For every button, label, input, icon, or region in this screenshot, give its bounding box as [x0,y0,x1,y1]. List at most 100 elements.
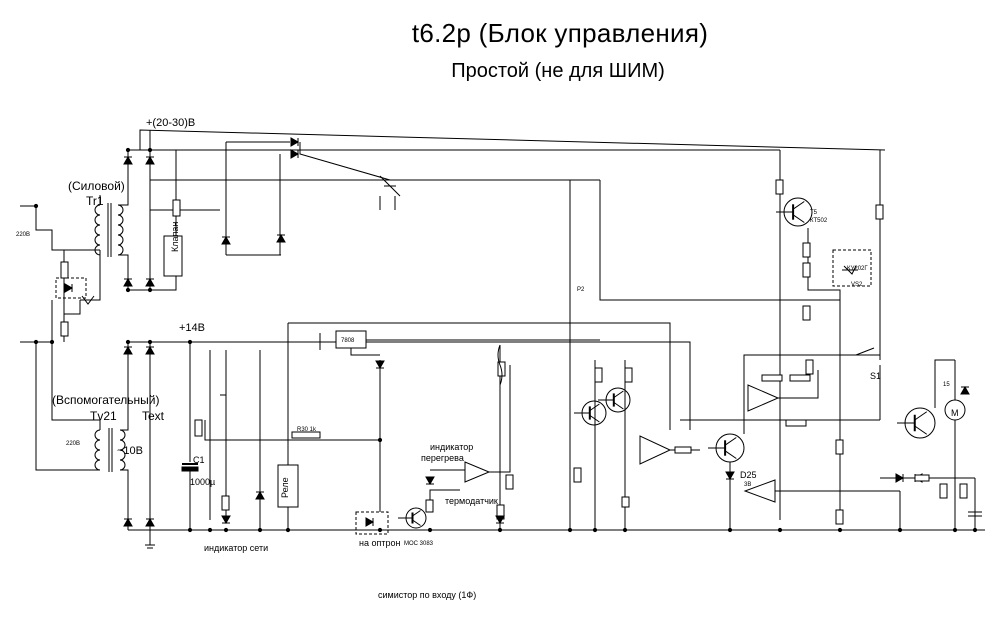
junction-dot [497,527,503,533]
junction-dot [187,527,193,533]
components [33,137,982,549]
bridge1-diode [123,155,133,165]
label-valve: Клапан [170,221,180,252]
triac-vs2 [842,265,858,275]
diode-body [255,490,265,500]
resistor-r31 [914,474,930,482]
junction-dot [223,527,229,533]
label-r30: R30 1k [297,427,317,433]
diode-body [895,473,905,483]
junction-dot [837,527,843,533]
label-triac-note: симистор по входу (1Ф) [378,590,477,600]
wire [20,205,100,251]
junction-dot [125,339,131,345]
wire [350,348,380,356]
tv21-primary-coil [94,429,101,471]
resistor-trim [805,359,814,375]
bridge1-diode [123,277,133,287]
label-supply-14: +14В [179,322,205,334]
resistor-r21 [802,242,811,258]
zener-d25 [725,471,735,481]
switch-s1 [855,347,875,356]
opamp-right-1 [747,384,780,412]
junction-dot [33,339,39,345]
diode-body [123,277,133,287]
resistor-r2 [194,419,203,437]
diode-d12 [895,473,905,483]
resistor-r16 [573,467,582,483]
diode-body [221,235,231,245]
wire [778,370,819,399]
diode-body [290,137,300,147]
wire [64,300,81,315]
resistor-r-upper [60,261,69,279]
diode-body [276,233,286,243]
transistor-t5 [776,197,813,227]
diode-body [123,155,133,165]
diode-body [221,515,231,525]
triac-t1 [379,175,401,197]
label-d25: D25 [740,470,757,480]
wire [743,354,880,434]
transistor-t2 [598,387,631,413]
label-tr1: Tr1 [86,194,104,208]
motor-circle [944,399,966,421]
ground-symbol [145,544,155,549]
diode-body [145,345,155,355]
resistor-r23 [789,374,811,382]
diode-body [145,155,155,165]
resistor-r8 [172,199,181,217]
wire [807,228,841,520]
label-motor-num: 15 [943,382,950,388]
label-thermo-sensor: термодатчик [445,496,498,506]
junction-dot [567,527,573,533]
triac-vs1 [80,295,96,305]
junction-dot [125,147,131,153]
label-relay: Реле [280,477,290,498]
junction-dot [897,527,903,533]
wire [489,365,511,473]
transistor-emitter [914,425,928,435]
junction-dot [377,437,383,443]
diode-d15 [290,149,300,159]
wire [299,142,391,181]
wire [150,276,177,291]
bridge1-diode [145,155,155,165]
diode-d6 [255,490,265,500]
diode-body [145,517,155,527]
diode-body [495,515,505,525]
label-overheat-2: перегрева [421,453,464,463]
label-mains-in: 220В [16,232,31,238]
junction-dot [49,339,55,345]
label-s1: S1 [870,371,882,381]
optocoupler-dashed-box [355,511,389,535]
resistor-r17 [624,367,633,383]
resistor-r32 [939,483,948,499]
wire [20,300,53,343]
label-supply-high: +(20-30)В [146,117,196,129]
label-t5: T5 [810,210,818,216]
resistor-r22 [761,374,783,382]
resistor-r27 [785,419,807,427]
wire [128,149,151,291]
diode-d1 [221,235,231,245]
transistor-collector [589,403,600,412]
led-overheat [425,476,435,486]
resistor-r33 [959,483,968,499]
label-7808: 7808 [341,338,355,344]
label-overheat-1: индикатор [430,442,474,452]
diode-body [290,149,300,159]
junction-dot [952,527,958,533]
tr1-primary-coil [94,204,101,256]
diode-d14 [290,137,300,147]
transistor-collector [412,510,421,517]
diode-body [725,471,735,481]
wires [20,129,985,545]
resistor-r26 [835,439,844,455]
label-p2: Р2 [577,287,585,293]
resistor-r34 [875,204,884,220]
label-motor: M [951,408,959,418]
resistor-r30 [291,431,321,439]
wire [96,250,101,301]
